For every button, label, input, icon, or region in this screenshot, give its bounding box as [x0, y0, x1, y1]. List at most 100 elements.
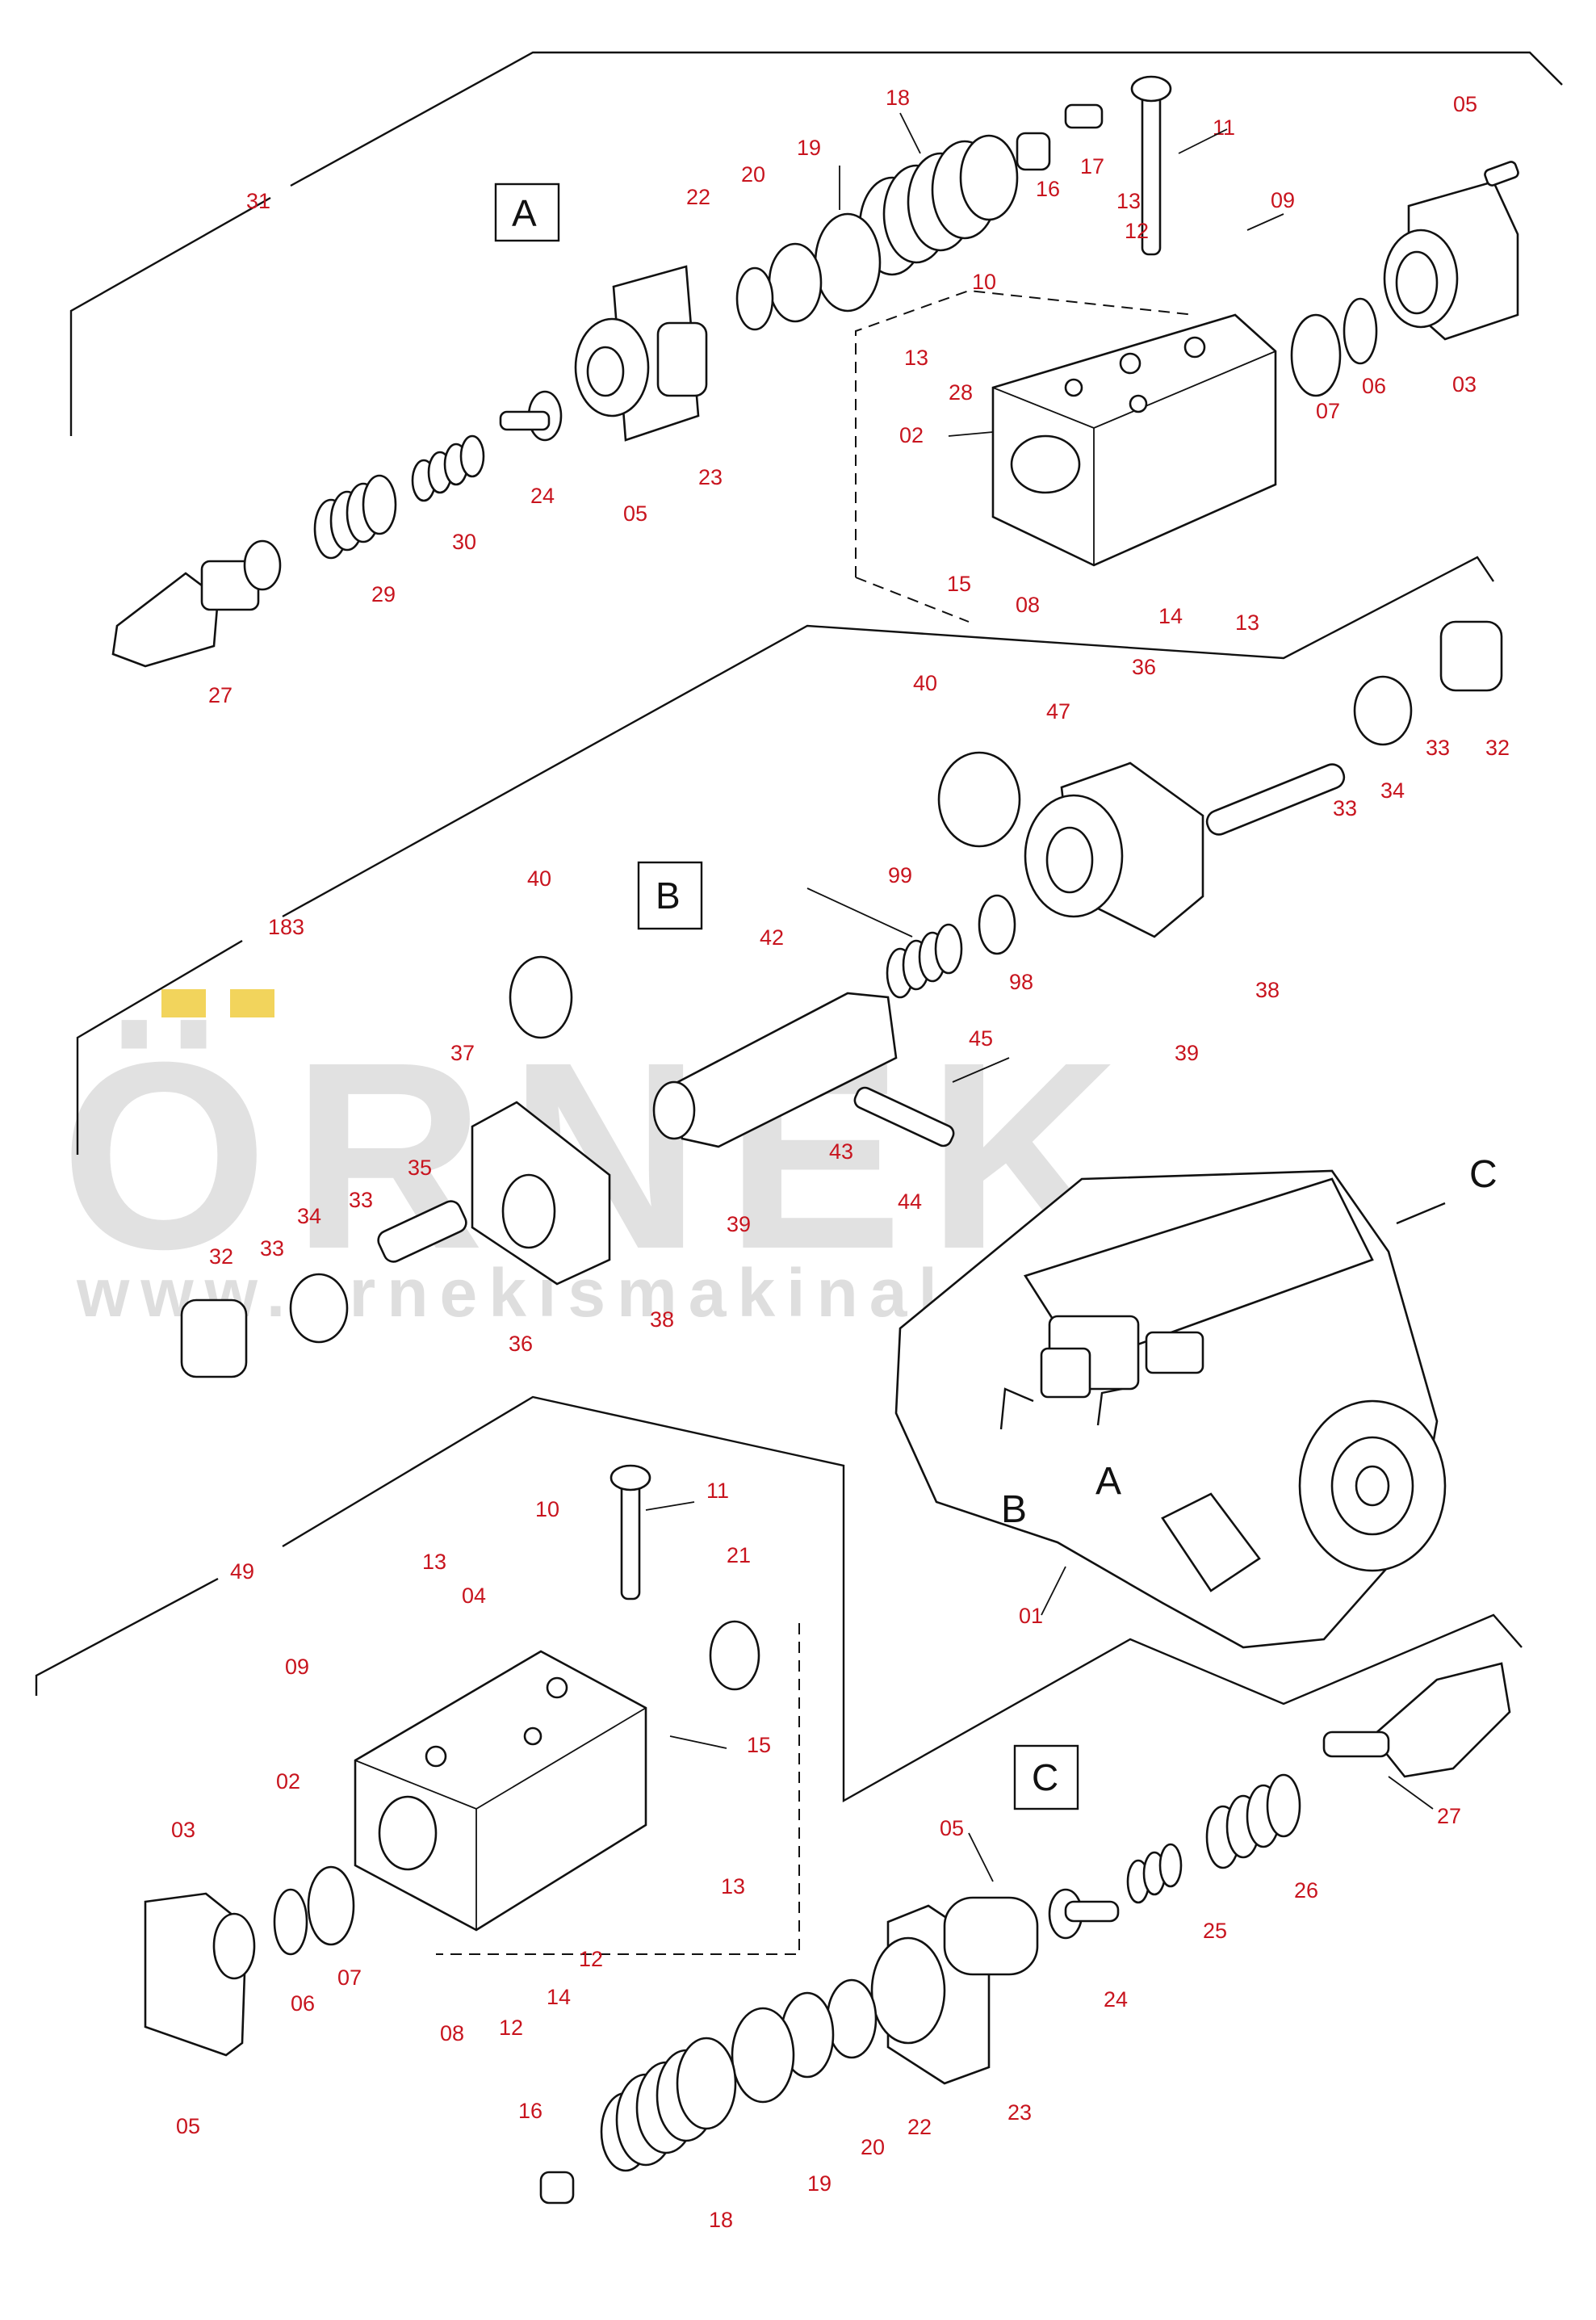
- part-label-a: 17: [1080, 154, 1104, 178]
- spring-30-a: [411, 434, 485, 502]
- part-label-a: 13: [1116, 189, 1141, 213]
- part-label-c: 23: [1007, 2100, 1032, 2125]
- section-c-labels: 11 10 21 13 04 09 15 02 03 13 07 06 12 1…: [171, 1479, 1461, 2232]
- part-label-c: 09: [285, 1655, 309, 1679]
- spring-18-a: [858, 134, 1019, 276]
- part-label-a: 06: [1362, 374, 1386, 398]
- part-label-c: 27: [1437, 1804, 1461, 1828]
- section-frames: A B C 31 183 49: [35, 51, 1563, 1810]
- frame-c-outline: [35, 1577, 219, 1696]
- spring-18-c: [600, 2037, 737, 2172]
- part-label-b: 37: [450, 1041, 475, 1065]
- oring-40-b-upper: [937, 751, 1021, 848]
- frame-c-outline-top: [282, 1395, 1523, 1803]
- part-label-b: 33: [349, 1188, 373, 1212]
- part-label-b: 33: [1426, 736, 1450, 760]
- frame-a-number: 31: [246, 189, 270, 213]
- oring-21-c: [709, 1620, 760, 1691]
- ring-20-a: [768, 242, 823, 323]
- part-label-c: 25: [1203, 1919, 1227, 1943]
- part-label-c: 19: [807, 2171, 832, 2196]
- control-block-c: [354, 1650, 647, 1932]
- part-label-a: 13: [904, 346, 928, 370]
- pump-housing: [894, 1169, 1439, 1649]
- spring-26-c: [1205, 1773, 1301, 1869]
- watermark-accent-right: [230, 989, 274, 1017]
- pump-assembly: C B A: [894, 1153, 1498, 1649]
- cap-32-b-lower: [180, 1298, 248, 1378]
- ring-22-a: [735, 266, 774, 331]
- ring-22-c: [826, 1978, 878, 2059]
- part-label-a: 19: [797, 136, 821, 160]
- section-a-labels: 18 16 17 11 05 19 20 22 13 12 09 10 13 2…: [208, 86, 1477, 707]
- part-label-a: 07: [1316, 399, 1340, 423]
- spring-45: [886, 923, 963, 999]
- part-label-a: 23: [698, 465, 723, 489]
- pump-arrow-a-label: A: [1095, 1460, 1121, 1503]
- section-b-letter: B: [656, 875, 681, 917]
- part-label-b: 39: [1175, 1041, 1199, 1065]
- part-label-b: 32: [209, 1244, 233, 1269]
- part-label-a: 22: [686, 185, 710, 209]
- part-label-a: 16: [1036, 177, 1060, 201]
- pump-arrow-b-label: B: [1001, 1488, 1027, 1531]
- part-label-b: 35: [408, 1156, 432, 1180]
- part-label-a: 03: [1452, 372, 1477, 396]
- part-label-a: 24: [530, 484, 555, 508]
- watermark-accent-left: [161, 989, 206, 1017]
- part-label-a: 05: [1453, 92, 1477, 116]
- part-label-a: 29: [371, 582, 396, 606]
- section-c-parts: [144, 1464, 1511, 2205]
- part-label-a: 10: [972, 270, 996, 294]
- part-label-a: 02: [899, 423, 924, 447]
- part-label-c: 22: [907, 2115, 932, 2139]
- part-label-c: 04: [462, 1584, 486, 1608]
- section-a-box: [494, 182, 560, 242]
- part-label-c: 05: [940, 1816, 964, 1840]
- part-label-c: 24: [1104, 1987, 1128, 2012]
- part-label-b: 33: [260, 1236, 284, 1261]
- part-label-a: 05: [623, 501, 647, 526]
- section-b-box: [637, 861, 703, 930]
- ring-07-c: [307, 1865, 355, 1946]
- part-label-c: 08: [440, 2021, 464, 2045]
- part-label-c: 26: [1294, 1878, 1318, 1903]
- frame-c-number: 49: [230, 1559, 254, 1584]
- nut-34-b-lower: [289, 1273, 349, 1344]
- part-label-c: 07: [337, 1965, 362, 1990]
- oring-40-b-lower: [509, 955, 573, 1039]
- section-b-parts: [180, 620, 1503, 1378]
- frame-b-outline-top: [282, 556, 1494, 918]
- part-label-c: 12: [579, 1947, 603, 1971]
- part-label-a: 28: [949, 380, 973, 405]
- spring-25-c: [1126, 1843, 1183, 1904]
- plug-27-a: [111, 572, 220, 668]
- part-label-b: 36: [509, 1332, 533, 1356]
- section-b-labels: 40 47 36 33 34 33 32 99 98 42 45 39 38 4…: [209, 655, 1510, 1356]
- part-label-b: 40: [913, 671, 937, 695]
- part-label-c: 12: [499, 2016, 523, 2040]
- part-label-b: 34: [297, 1204, 321, 1228]
- part-label-a: 12: [1125, 219, 1149, 243]
- part-label-b: 98: [1009, 970, 1033, 994]
- part-label-a: 08: [1016, 593, 1040, 617]
- leader-lines: [645, 112, 1434, 1882]
- control-block-a: [991, 313, 1277, 567]
- ring-07-a: [1290, 313, 1342, 397]
- part-label-a: 11: [1213, 115, 1235, 140]
- part-label-a: 20: [741, 162, 765, 187]
- frame-b-number: 183: [268, 915, 304, 939]
- ring-06-c: [273, 1888, 308, 1956]
- frame-a-outline-top: [290, 51, 1563, 187]
- part-label-b: 36: [1132, 655, 1156, 679]
- section-a-parts: [111, 75, 1519, 668]
- section-c-letter: C: [1032, 1756, 1058, 1798]
- part-label-a: 27: [208, 683, 232, 707]
- part-label-b: 99: [888, 863, 912, 887]
- frame-a-outline: [69, 196, 271, 436]
- part-label-c: 20: [861, 2135, 885, 2159]
- part-label-b: 33: [1333, 796, 1357, 820]
- section-c-box: [1013, 1744, 1079, 1810]
- ring-19-c: [731, 2007, 795, 2104]
